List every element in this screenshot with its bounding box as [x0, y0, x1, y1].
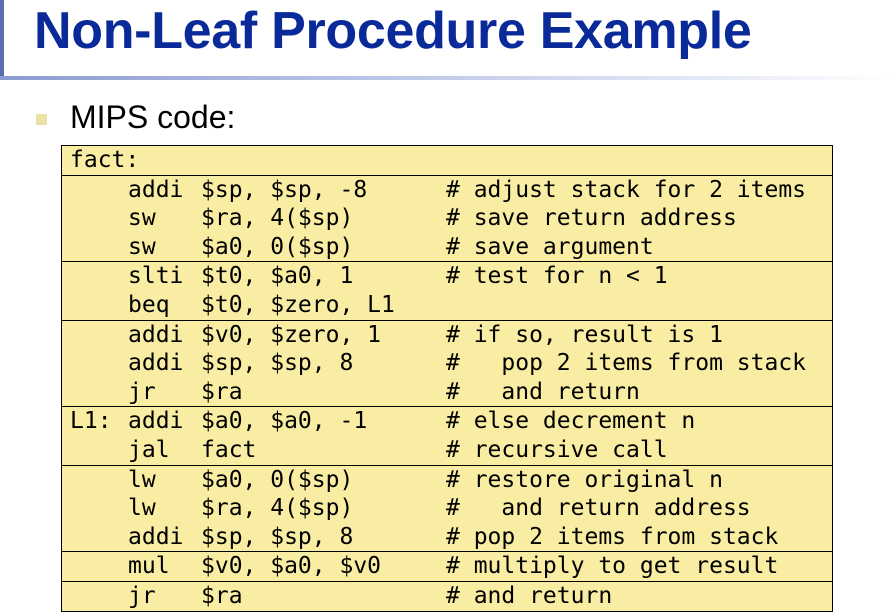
code-comment: # restore original n: [446, 466, 723, 493]
code-line: slti $t0, $a0, 1 # test for n < 1: [62, 262, 832, 291]
code-line: mul $v0, $a0, $v0 # multiply to get result: [62, 552, 832, 581]
code-comment: # save return address: [446, 205, 737, 232]
code-line: jr $ra # and return: [62, 582, 832, 611]
code-line: addi $v0, $zero, 1 # if so, result is 1: [62, 321, 832, 350]
title-underline: [0, 76, 896, 80]
code-opcode: jr: [128, 582, 156, 609]
code-opcode: lw: [128, 495, 156, 522]
code-comment: # recursive call: [446, 436, 668, 463]
code-opcode: jr: [128, 378, 156, 405]
code-operands: $sp, $sp, 8: [201, 350, 354, 377]
code-comment: # adjust stack for 2 items: [446, 176, 807, 203]
code-opcode: sw: [128, 205, 156, 232]
code-opcode: beq: [128, 291, 170, 318]
code-label: L1:: [70, 408, 112, 435]
code-opcode: sw: [128, 233, 156, 260]
code-operands: $ra, 4($sp): [201, 495, 354, 522]
slide-title: Non-Leaf Procedure Example: [34, 2, 752, 60]
code-opcode: jal: [128, 436, 170, 463]
code-comment: # if so, result is 1: [446, 321, 723, 348]
code-operands: $ra, 4($sp): [201, 205, 354, 232]
code-opcode: mul: [128, 553, 170, 580]
code-line: addi $sp, $sp, 8 # pop 2 items from stack: [62, 349, 832, 378]
code-line: addi $sp, $sp, -8 # adjust stack for 2 ite…: [62, 176, 832, 205]
code-operands: $ra: [201, 582, 243, 609]
code-line: sw $a0, 0($sp) # save argument: [62, 233, 832, 262]
title-accent-bar: [0, 0, 4, 80]
code-block: slti $t0, $a0, 1 # test for n < 1 beq $t0, $…: [62, 261, 832, 319]
code-line: beq $t0, $zero, L1: [62, 291, 832, 320]
code-line: jal fact # recursive call: [62, 436, 832, 465]
code-line: fact:: [62, 146, 832, 175]
code-opcode: addi: [128, 523, 184, 550]
code-opcode: slti: [128, 263, 184, 290]
code-operands: $v0, $a0, $v0: [201, 553, 382, 580]
code-label: fact:: [70, 147, 140, 173]
code-opcode: addi: [128, 321, 184, 348]
code-block: mul $v0, $a0, $v0 # multiply to get result: [62, 551, 832, 581]
code-comment: # else decrement n: [446, 408, 696, 435]
code-operands: $sp, $sp, -8: [201, 176, 368, 203]
code-comment: # and return: [446, 378, 640, 405]
code-operands: $v0, $zero, 1: [201, 321, 382, 348]
code-comment: # pop 2 items from stack: [446, 523, 779, 550]
code-line: jr $ra # and return: [62, 378, 832, 407]
code-operands: $a0, 0($sp): [201, 233, 354, 260]
code-block: fact:: [62, 146, 832, 175]
code-operands: fact: [201, 436, 257, 463]
code-line: lw $ra, 4($sp) # and return address: [62, 494, 832, 523]
code-opcode: lw: [128, 466, 156, 493]
bullet-text: MIPS code:: [70, 99, 236, 135]
code-comment: # pop 2 items from stack: [446, 350, 807, 377]
code-comment: # and return: [446, 582, 613, 609]
code-operands: $ra: [201, 378, 243, 405]
code-line: L1: addi $a0, $a0, -1 # else decrement n: [62, 407, 832, 436]
bullet-marker: [36, 114, 47, 125]
code-block: addi $sp, $sp, -8 # adjust stack for 2 ite…: [62, 174, 832, 262]
code-comment: # save argument: [446, 233, 654, 260]
code-opcode: addi: [128, 350, 184, 377]
code-opcode: addi: [128, 176, 184, 203]
code-block: lw $a0, 0($sp) # restore original n lw $ra, …: [62, 464, 832, 552]
code-line: lw $a0, 0($sp) # restore original n: [62, 466, 832, 495]
code-comment: # test for n < 1: [446, 263, 668, 290]
code-operands: $t0, $a0, 1: [201, 263, 354, 290]
code-operands: $sp, $sp, 8: [201, 523, 354, 550]
code-block: jr $ra # and return: [62, 580, 832, 611]
code-opcode: addi: [128, 408, 184, 435]
code-operands: $t0, $zero, L1: [201, 291, 395, 318]
code-operands: $a0, 0($sp): [201, 466, 354, 493]
code-comment: # multiply to get result: [446, 553, 779, 580]
code-line: sw $ra, 4($sp) # save return address: [62, 204, 832, 233]
code-comment: # and return address: [446, 495, 751, 522]
code-listing: fact: addi $sp, $sp, -8 # adjust stack for …: [61, 145, 833, 612]
code-line: addi $sp, $sp, 8 # pop 2 items from stack: [62, 523, 832, 552]
code-operands: $a0, $a0, -1: [201, 408, 368, 435]
